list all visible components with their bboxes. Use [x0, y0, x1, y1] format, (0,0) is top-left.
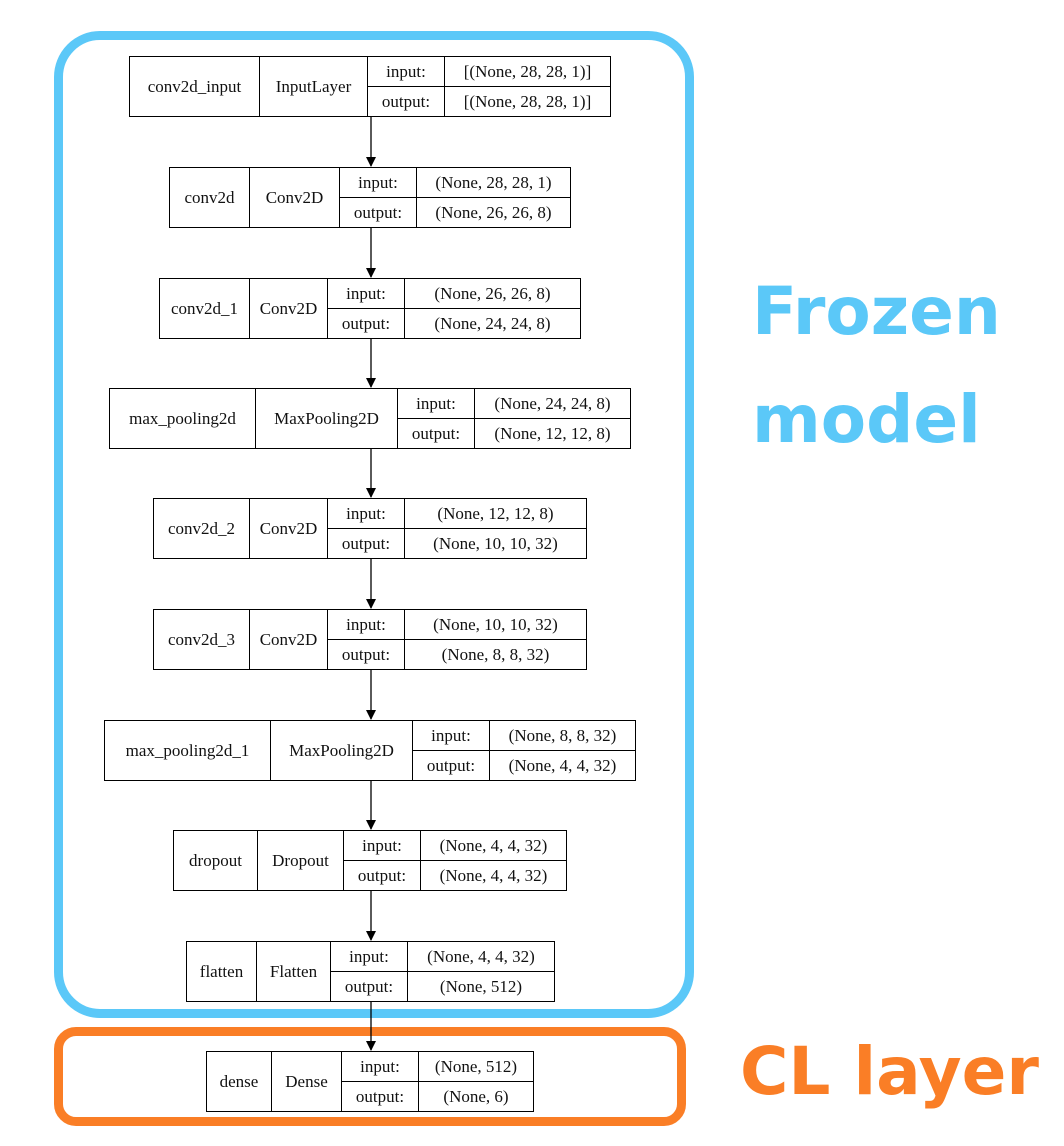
io-label-column: input: output:: [398, 389, 475, 448]
output-shape: (None, 24, 24, 8): [434, 313, 551, 333]
layer-name: conv2d_3: [154, 610, 250, 669]
output-shape: (None, 4, 4, 32): [508, 755, 617, 775]
io-label-column: input: output:: [328, 499, 405, 558]
input-shape: (None, 512): [419, 1052, 533, 1082]
input-label: input:: [368, 57, 444, 87]
input-label: input:: [328, 499, 404, 529]
layer-type: Conv2D: [250, 168, 340, 227]
io-value-column: (None, 26, 26, 8) (None, 24, 24, 8): [405, 279, 580, 338]
input-label: input:: [331, 942, 407, 972]
layer-type: InputLayer: [260, 57, 368, 116]
output-shape: (None, 12, 12, 8): [494, 423, 611, 443]
io-label-column: input: output:: [413, 721, 490, 780]
input-shape: (None, 28, 28, 1): [417, 168, 570, 198]
output-label: output:: [357, 865, 407, 885]
io-label-column: input: output:: [328, 279, 405, 338]
layer-name: max_pooling2d: [110, 389, 256, 448]
input-label: input:: [398, 389, 474, 419]
input-shape: (None, 4, 4, 32): [421, 831, 566, 861]
io-label-column: input: output:: [344, 831, 421, 890]
output-shape: (None, 6): [443, 1086, 509, 1106]
output-shape: (None, 26, 26, 8): [435, 202, 552, 222]
output-shape: (None, 8, 8, 32): [441, 644, 550, 664]
output-shape: (None, 10, 10, 32): [433, 533, 558, 553]
input-shape: (None, 10, 10, 32): [405, 610, 586, 640]
io-value-column: (None, 12, 12, 8) (None, 10, 10, 32): [405, 499, 586, 558]
layer-type: MaxPooling2D: [271, 721, 413, 780]
io-label-column: input: output:: [328, 610, 405, 669]
output-label: output:: [355, 1086, 405, 1106]
input-shape: (None, 4, 4, 32): [408, 942, 554, 972]
layer-name: max_pooling2d_1: [105, 721, 271, 780]
layer-type: Dropout: [258, 831, 344, 890]
layer-type: Conv2D: [250, 279, 328, 338]
input-shape: (None, 26, 26, 8): [405, 279, 580, 309]
output-label: output:: [341, 533, 391, 553]
io-label-column: input: output:: [368, 57, 445, 116]
layer-name: dense: [207, 1052, 272, 1111]
layer-type: Flatten: [257, 942, 331, 1001]
layer-name: conv2d_input: [130, 57, 260, 116]
input-shape: [(None, 28, 28, 1)]: [445, 57, 610, 87]
layer-type: Dense: [272, 1052, 342, 1111]
layer-type: Conv2D: [250, 610, 328, 669]
output-label: output:: [411, 423, 461, 443]
input-label: input:: [342, 1052, 418, 1082]
io-value-column: (None, 24, 24, 8) (None, 12, 12, 8): [475, 389, 630, 448]
output-shape: (None, 4, 4, 32): [439, 865, 548, 885]
io-value-column: (None, 10, 10, 32) (None, 8, 8, 32): [405, 610, 586, 669]
layer-name: flatten: [187, 942, 257, 1001]
input-label: input:: [328, 279, 404, 309]
output-label: output:: [381, 91, 431, 111]
input-label: input:: [328, 610, 404, 640]
layer-name: dropout: [174, 831, 258, 890]
io-value-column: (None, 4, 4, 32) (None, 4, 4, 32): [421, 831, 566, 890]
layer-name: conv2d_1: [160, 279, 250, 338]
input-shape: (None, 8, 8, 32): [490, 721, 635, 751]
io-label-column: input: output:: [342, 1052, 419, 1111]
io-value-column: (None, 512) (None, 6): [419, 1052, 533, 1111]
output-label: output:: [341, 313, 391, 333]
input-label: input:: [344, 831, 420, 861]
cl-layer-frame: [54, 1027, 686, 1126]
output-shape: [(None, 28, 28, 1)]: [463, 91, 592, 111]
frozen-label-line1: Frozen: [752, 273, 1001, 350]
frozen-label-line2: model: [752, 381, 981, 458]
layer-type: Conv2D: [250, 499, 328, 558]
input-label: input:: [413, 721, 489, 751]
io-label-column: input: output:: [340, 168, 417, 227]
io-label-column: input: output:: [331, 942, 408, 1001]
frozen-model-frame: [54, 31, 694, 1018]
layer-type: MaxPooling2D: [256, 389, 398, 448]
layer-name: conv2d_2: [154, 499, 250, 558]
input-label: input:: [340, 168, 416, 198]
output-label: output:: [341, 644, 391, 664]
io-value-column: (None, 28, 28, 1) (None, 26, 26, 8): [417, 168, 570, 227]
layer-name: conv2d: [170, 168, 250, 227]
output-label: output:: [353, 202, 403, 222]
output-label: output:: [344, 976, 394, 996]
input-shape: (None, 12, 12, 8): [405, 499, 586, 529]
io-value-column: (None, 4, 4, 32) (None, 512): [408, 942, 554, 1001]
output-shape: (None, 512): [439, 976, 523, 996]
output-label: output:: [426, 755, 476, 775]
io-value-column: (None, 8, 8, 32) (None, 4, 4, 32): [490, 721, 635, 780]
frozen-model-label: Frozen model: [752, 258, 1001, 474]
io-value-column: [(None, 28, 28, 1)] [(None, 28, 28, 1)]: [445, 57, 610, 116]
input-shape: (None, 24, 24, 8): [475, 389, 630, 419]
cl-layer-label: CL layer: [740, 1033, 1039, 1110]
